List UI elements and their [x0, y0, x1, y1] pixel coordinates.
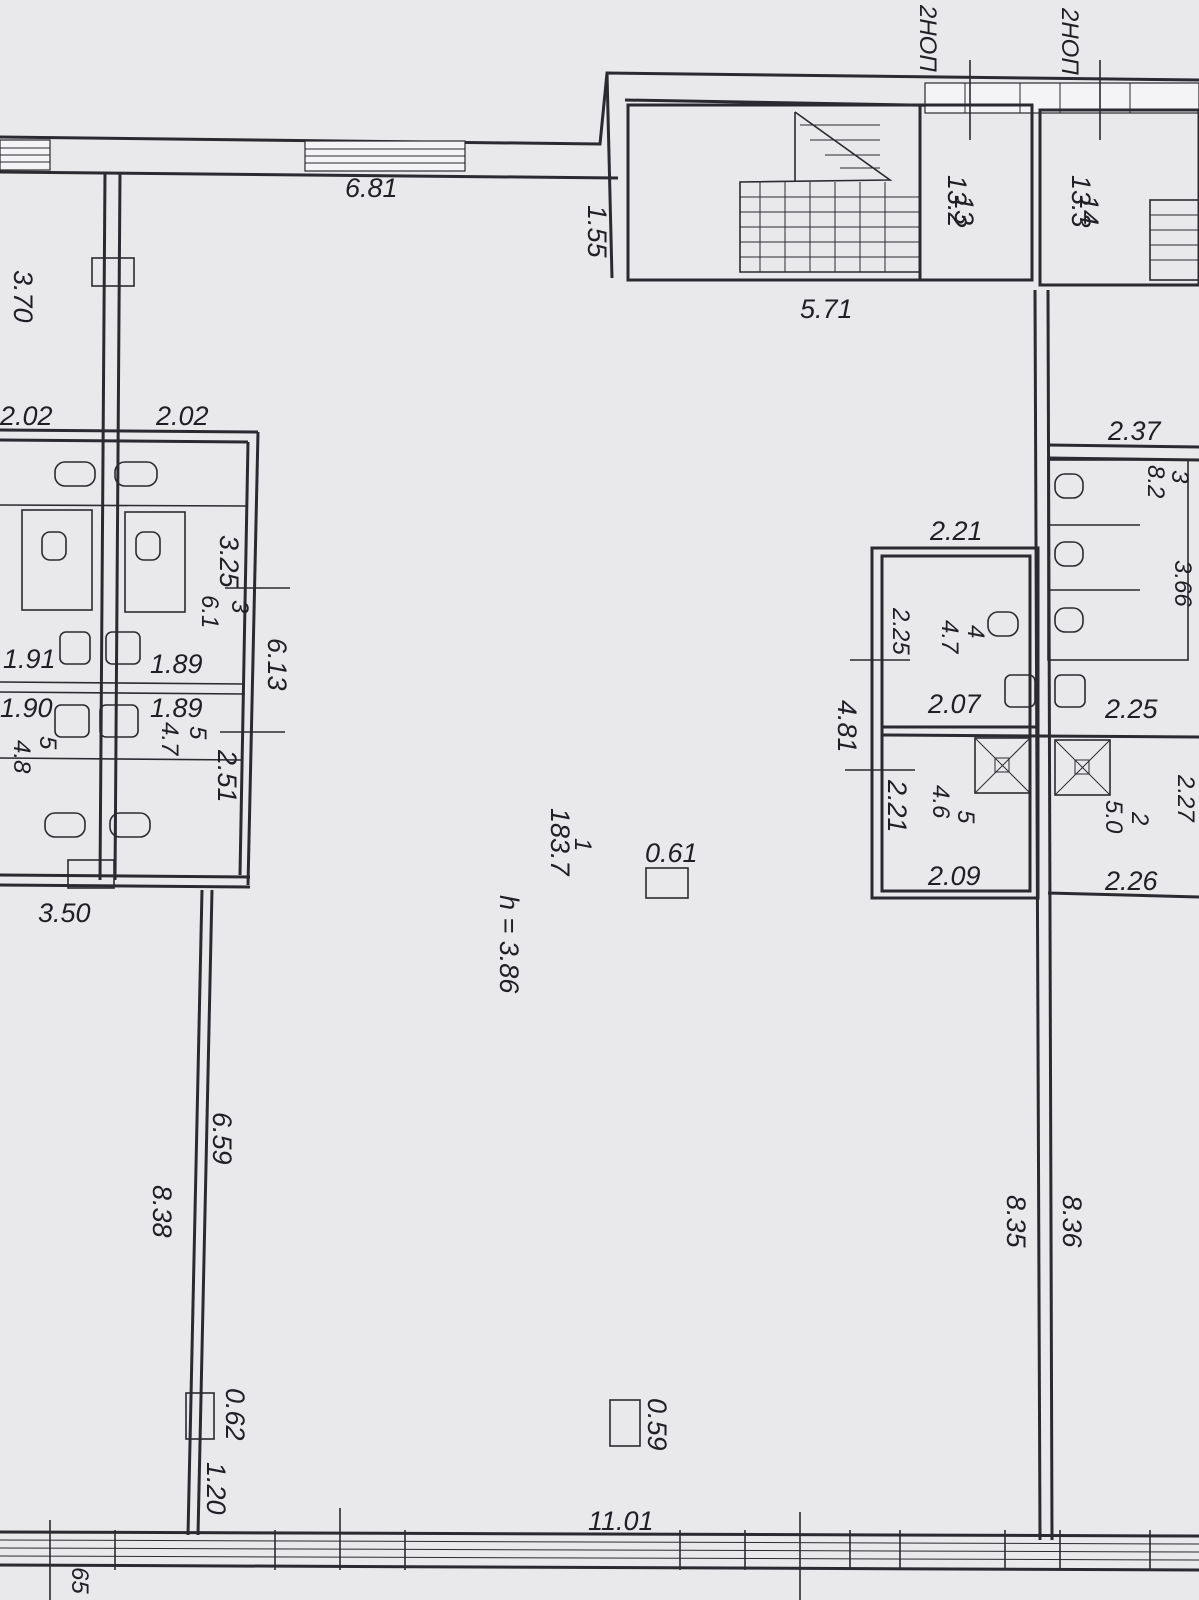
dim-2-25: 2.25 [1104, 694, 1159, 724]
toilet-icon [41, 461, 161, 838]
toilet-icon [987, 473, 1084, 637]
dim-3-25: 3.25 [214, 535, 244, 589]
room-area: 4.8 [8, 740, 35, 774]
sink-icon [54, 631, 141, 738]
ventilation-box-1 [974, 737, 1031, 794]
room-number: 1 [569, 838, 596, 851]
room-area: 6.1 [196, 595, 223, 628]
room-number: 2 [1126, 811, 1153, 825]
dim-2-09: 2.09 [927, 861, 981, 891]
dim-1-90: 1.90 [0, 693, 53, 723]
dim-3-70: 3.70 [8, 270, 38, 323]
right-wc-block [845, 459, 1199, 900]
dim-2-21: 2.21 [929, 516, 983, 546]
dim-2-02: 2.02 [0, 401, 53, 431]
room-number: 4 [962, 625, 989, 638]
room-area: 5.0 [1100, 800, 1127, 834]
corridor-label: 2НОП [1056, 7, 1083, 75]
dim-3-50: 3.50 [38, 898, 91, 928]
dim-8-38: 8.38 [147, 1185, 177, 1238]
column-2 [609, 1399, 641, 1447]
dim-2-26: 2.26 [1104, 866, 1159, 896]
room-number: 5 [184, 726, 211, 740]
room-number: 3 [1166, 470, 1193, 484]
dim-2-21: 2.21 [882, 779, 912, 833]
ventilation-box-2 [1054, 739, 1111, 796]
dim-2-25: 2.25 [887, 607, 914, 655]
left-partitions [0, 171, 290, 889]
room-number: 5 [34, 736, 61, 750]
window-top-mid [304, 140, 466, 172]
dim-2-27: 2.27 [1172, 774, 1199, 823]
dim-0-59: 0.59 [642, 1398, 672, 1451]
column-1 [645, 867, 689, 899]
dim-6-13: 6.13 [262, 638, 292, 691]
dim-3-66: 3.66 [1169, 560, 1196, 607]
stair-flight [739, 111, 920, 273]
corridor-label: 2НОП [914, 4, 941, 72]
sink-icon [1004, 674, 1086, 708]
dim-6-81: 6.81 [345, 173, 398, 203]
room-area: 183.7 [545, 808, 575, 877]
dim-1-91: 1.91 [3, 644, 56, 674]
dim-0-62: 0.62 [220, 1388, 250, 1441]
room-area: 13.3 [1066, 175, 1096, 228]
dim-2-51: 2.51 [212, 749, 242, 803]
dim-65: 65 [66, 1567, 93, 1594]
dim-8-36: 8.36 [1057, 1195, 1087, 1249]
dim-6-59: 6.59 [207, 1112, 237, 1165]
room-area: 4.7 [156, 722, 183, 757]
dim-8-35: 8.35 [1001, 1195, 1031, 1249]
dim-2-37: 2.37 [1107, 416, 1162, 446]
room-area: 4.6 [927, 785, 954, 819]
bottom-wall [0, 1508, 1199, 1600]
room-area: 4.7 [936, 620, 963, 655]
dim-0-61: 0.61 [645, 838, 698, 868]
room-area: 8.2 [1142, 465, 1169, 498]
room-height: h = 3.86 [494, 895, 524, 994]
dim-1-89: 1.89 [150, 693, 203, 723]
dim-1-89: 1.89 [150, 649, 203, 679]
dim-11-01: 11.01 [588, 1506, 654, 1536]
dim-1-55: 1.55 [582, 205, 612, 259]
stair-room [626, 103, 1034, 282]
window-top-left [0, 139, 51, 171]
top-wall [0, 60, 1199, 279]
dim-4-81: 4.81 [832, 700, 862, 753]
dim-2-02: 2.02 [155, 401, 209, 431]
dim-2-07: 2.07 [927, 689, 982, 719]
dim-5-71: 5.71 [800, 294, 853, 324]
room-14 [1038, 108, 1199, 287]
room-number: 3 [226, 600, 253, 614]
room-number: 13 [949, 195, 979, 225]
room-number: 5 [952, 810, 979, 824]
hall-left-wall [185, 889, 215, 1536]
dim-1-20: 1.20 [201, 1462, 231, 1515]
room-area: 13.2 [942, 175, 972, 228]
room-number: 14 [1074, 195, 1104, 225]
